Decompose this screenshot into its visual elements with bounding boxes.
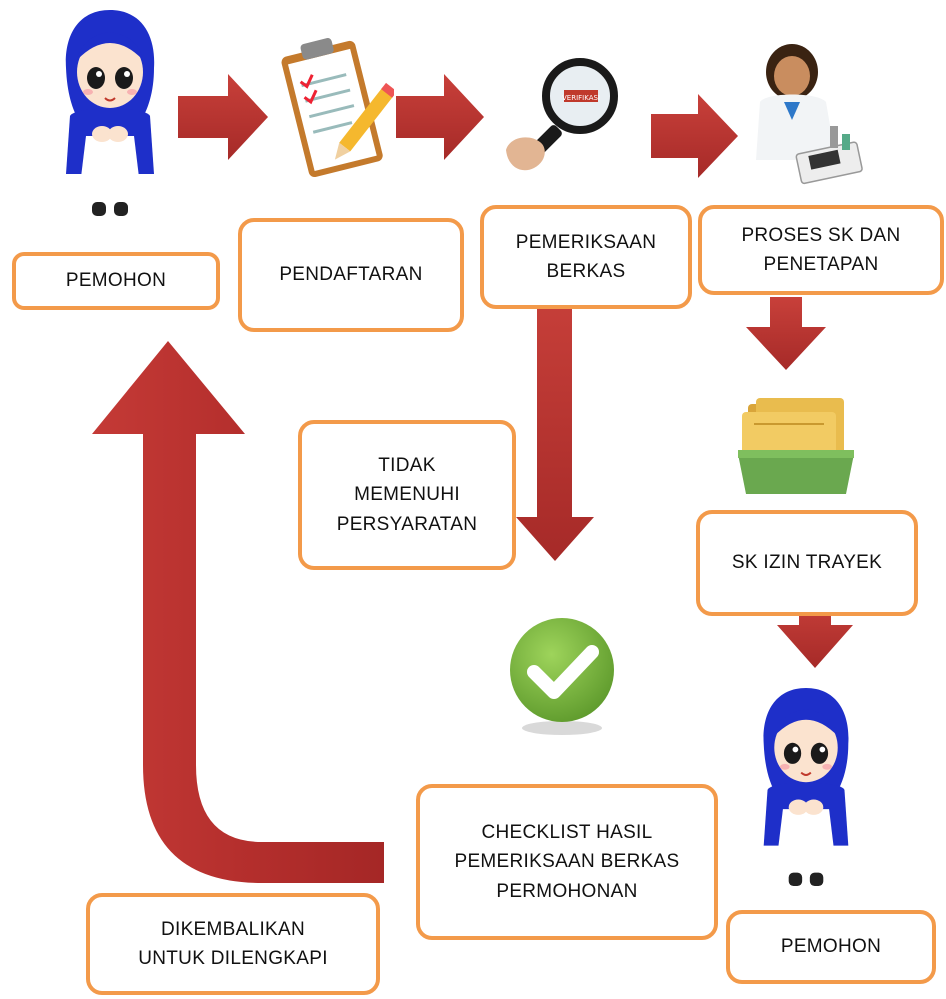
box-tidak-memenuhi: TIDAK MEMENUHI PERSYARATAN (298, 420, 516, 570)
folders-icon (738, 398, 854, 494)
arrow-right-3 (651, 94, 738, 178)
hijab-girl-icon (65, 10, 155, 216)
checkmark-icon (510, 618, 614, 735)
box-pemeriksaan-berkas: PEMERIKSAAN BERKAS (480, 205, 692, 309)
magnifier-icon: VERIFIKASI (506, 58, 618, 171)
doctor-icon (756, 44, 863, 185)
svg-text:VERIFIKASI: VERIFIKASI (562, 94, 600, 102)
box-proses-sk: PROSES SK DAN PENETAPAN (698, 205, 944, 295)
arrow-return-big (92, 341, 384, 883)
arrow-down-pemohon (777, 597, 853, 668)
box-dikembalikan: DIKEMBALIKAN UNTUK DILENGKAPI (86, 893, 380, 995)
box-checklist: CHECKLIST HASIL PEMERIKSAAN BERKAS PERMO… (416, 784, 718, 940)
arrow-down-folders (746, 297, 826, 370)
clipboard-icon (281, 38, 394, 178)
arrow-right-1 (178, 74, 268, 160)
box-pemohon-bottom: PEMOHON (726, 910, 936, 984)
hijab-girl-icon (763, 687, 849, 887)
box-pemohon-top: PEMOHON (12, 252, 220, 310)
arrow-down-check (516, 283, 594, 561)
box-pendaftaran: PENDAFTARAN (238, 218, 464, 332)
box-sk-izin-trayek: SK IZIN TRAYEK (696, 510, 918, 616)
arrow-right-2 (396, 74, 484, 160)
